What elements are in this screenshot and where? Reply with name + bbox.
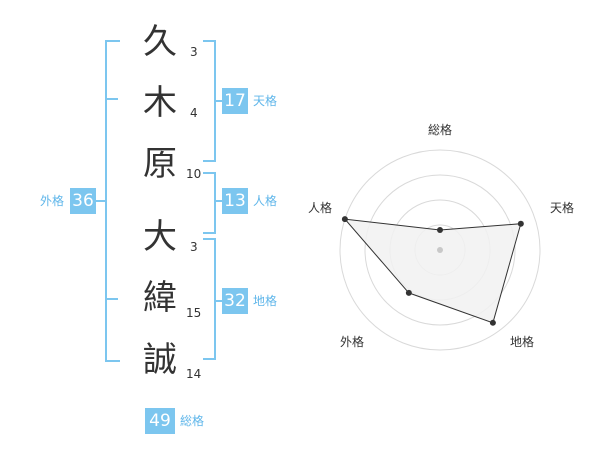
radar-point-0 — [437, 227, 443, 233]
name-char-3: 原 — [143, 144, 177, 184]
radar-points — [341, 216, 524, 326]
radar-axis-label-soukaku: 総格 — [428, 123, 453, 137]
bracket-tick — [105, 298, 118, 300]
tenkaku-connector — [214, 100, 222, 102]
radar-axis-label-gaikaku: 外格 — [340, 335, 365, 349]
radar-point-4 — [341, 216, 348, 223]
name-char-1: 久 — [143, 22, 177, 62]
chikaku-label: 地格 — [253, 294, 278, 308]
radar-grid-ring — [364, 174, 516, 326]
radar-point-2 — [489, 319, 496, 326]
gaikaku-bracket — [105, 40, 120, 362]
radar-point-3 — [405, 289, 412, 296]
chikaku-bracket — [203, 238, 216, 360]
stroke-count-2: 4 — [190, 106, 198, 120]
jinkaku-label: 人格 — [253, 194, 278, 208]
jinkaku-bracket — [203, 172, 216, 234]
stroke-count-4: 3 — [190, 240, 198, 254]
jinkaku-connector — [214, 200, 222, 202]
tenkaku-label: 天格 — [253, 94, 278, 108]
radar-area — [343, 218, 522, 324]
bracket-tick — [105, 98, 118, 100]
radar-axis-label-tenkaku: 天格 — [550, 201, 575, 215]
chikaku-connector — [214, 300, 222, 302]
name-char-5: 緯 — [143, 278, 177, 318]
name-char-4: 大 — [143, 217, 177, 257]
name-char-2: 木 — [143, 83, 177, 123]
radar-axis-label-chikaku: 地格 — [510, 335, 535, 349]
stroke-count-5: 15 — [186, 306, 202, 320]
soukaku-label: 総格 — [180, 414, 205, 428]
stroke-count-1: 3 — [190, 45, 198, 59]
gaikaku-value-badge: 36 — [70, 188, 96, 214]
jinkaku-value-badge: 13 — [222, 188, 248, 214]
soukaku-value-badge: 49 — [145, 408, 175, 434]
radar-grid-ring — [339, 149, 541, 351]
radar-point-1 — [517, 220, 524, 227]
name-char-6: 誠 — [143, 340, 177, 380]
stroke-count-6: 14 — [186, 367, 202, 381]
radar-center-dot — [437, 247, 443, 253]
gaikaku-connector — [95, 200, 105, 202]
stroke-count-3: 10 — [186, 167, 202, 181]
tenkaku-value-badge: 17 — [222, 88, 248, 114]
radar-axis-label-jinkaku: 人格 — [308, 201, 333, 215]
gaikaku-label: 外格 — [40, 194, 65, 208]
chikaku-value-badge: 32 — [222, 288, 248, 314]
